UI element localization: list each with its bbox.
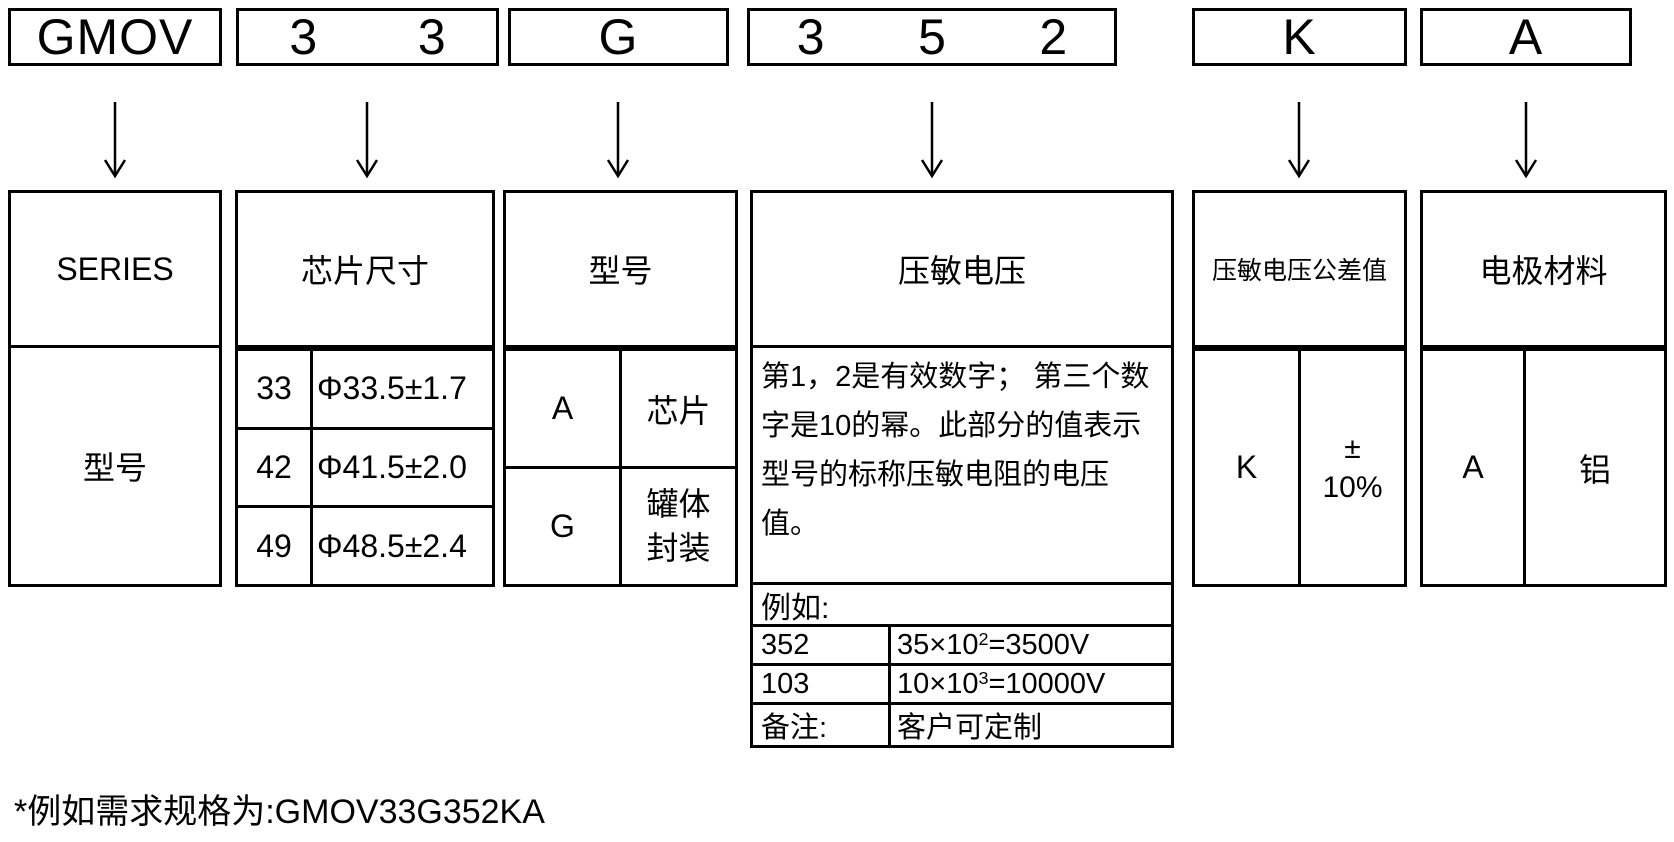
- down-arrow-icon: [917, 102, 947, 180]
- code-box-voltage: 3 5 2: [747, 8, 1117, 66]
- remark-label: 备注:: [753, 705, 891, 745]
- chip-size-key: 33: [238, 351, 313, 427]
- tolerance-sign: ±: [1344, 431, 1361, 465]
- column-series: SERIES 型号: [8, 190, 222, 587]
- chip-size-value: Φ33.5±1.7: [317, 370, 467, 407]
- voltage-header: 压敏电压: [753, 193, 1171, 348]
- column-voltage: 压敏电压 第1，2是有效数字； 第三个数字是10的幂。此部分的值表示型号的标称压…: [750, 190, 1174, 748]
- code-box-model: G: [508, 8, 729, 66]
- electrode-row: A 铝: [1423, 348, 1664, 584]
- example-code: 103: [753, 666, 891, 702]
- model-value: 芯片: [646, 392, 711, 429]
- electrode-value: 铝: [1578, 451, 1611, 488]
- code-series: GMOV: [36, 9, 194, 65]
- code-box-series: GMOV: [8, 8, 222, 66]
- electrode-key: A: [1423, 351, 1526, 584]
- code-box-electrode: A: [1420, 8, 1632, 66]
- series-header: SERIES: [11, 193, 219, 348]
- column-electrode: 电极材料 A 铝: [1420, 190, 1667, 587]
- example-result: =3500V: [988, 628, 1090, 661]
- model-header: 型号: [506, 193, 735, 348]
- series-body: 型号: [82, 450, 147, 486]
- column-model: 型号 A 芯片 G 罐体封装: [503, 190, 738, 587]
- model-value: 罐体封装: [646, 486, 711, 566]
- tolerance-key: K: [1195, 351, 1301, 584]
- chip-size-value: Φ41.5±2.0: [317, 449, 467, 485]
- column-tolerance: 压敏电压公差值 K ± 10%: [1192, 190, 1407, 587]
- code-digit: 3: [289, 9, 318, 65]
- down-arrow-icon: [603, 102, 633, 180]
- example-code: 352: [753, 627, 891, 663]
- model-row: A 芯片: [506, 348, 735, 466]
- chip-size-header: 芯片尺寸: [238, 193, 492, 348]
- chip-size-key: 42: [238, 429, 313, 506]
- voltage-example-label: 例如:: [753, 585, 1171, 627]
- code-digit: 3: [796, 9, 825, 65]
- remark-value: 客户可定制: [897, 712, 1043, 744]
- code-electrode: A: [1508, 9, 1544, 65]
- chip-size-row: 33 Φ33.5±1.7: [238, 348, 492, 427]
- code-tolerance: K: [1282, 9, 1317, 65]
- example-base: 10×10: [897, 667, 979, 700]
- electrode-header: 电极材料: [1423, 193, 1664, 348]
- column-chip-size: 芯片尺寸 33 Φ33.5±1.7 42 Φ41.5±2.0 49 Φ48.5±…: [235, 190, 495, 587]
- down-arrow-icon: [352, 102, 382, 180]
- footnote: *例如需求规格为:GMOV33G352KA: [14, 793, 545, 831]
- tolerance-header: 压敏电压公差值: [1195, 193, 1404, 348]
- code-digit: 2: [1039, 9, 1068, 65]
- code-digit: 3: [417, 9, 446, 65]
- example-result: =10000V: [988, 667, 1106, 700]
- voltage-description: 第1，2是有效数字； 第三个数字是10的幂。此部分的值表示型号的标称压敏电阻的电…: [753, 348, 1171, 585]
- tolerance-row: K ± 10%: [1195, 348, 1404, 584]
- down-arrow-icon: [1284, 102, 1314, 180]
- voltage-remark-row: 备注: 客户可定制: [753, 705, 1171, 745]
- tolerance-percent: 10%: [1322, 470, 1383, 504]
- chip-size-value: Φ48.5±2.4: [317, 527, 467, 564]
- model-key: A: [506, 351, 622, 466]
- code-model: G: [598, 9, 639, 65]
- chip-size-row: 49 Φ48.5±2.4: [238, 505, 492, 585]
- code-box-tolerance: K: [1192, 8, 1407, 66]
- chip-size-row: 42 Φ41.5±2.0: [238, 426, 492, 506]
- example-base: 35×10: [897, 628, 979, 661]
- model-row: G 罐体封装: [506, 466, 735, 584]
- model-key: G: [506, 469, 622, 584]
- chip-size-key: 49: [238, 508, 313, 585]
- code-digit: 5: [918, 9, 946, 65]
- tolerance-value: ± 10%: [1301, 351, 1404, 584]
- down-arrow-icon: [100, 102, 130, 180]
- down-arrow-icon: [1511, 102, 1541, 180]
